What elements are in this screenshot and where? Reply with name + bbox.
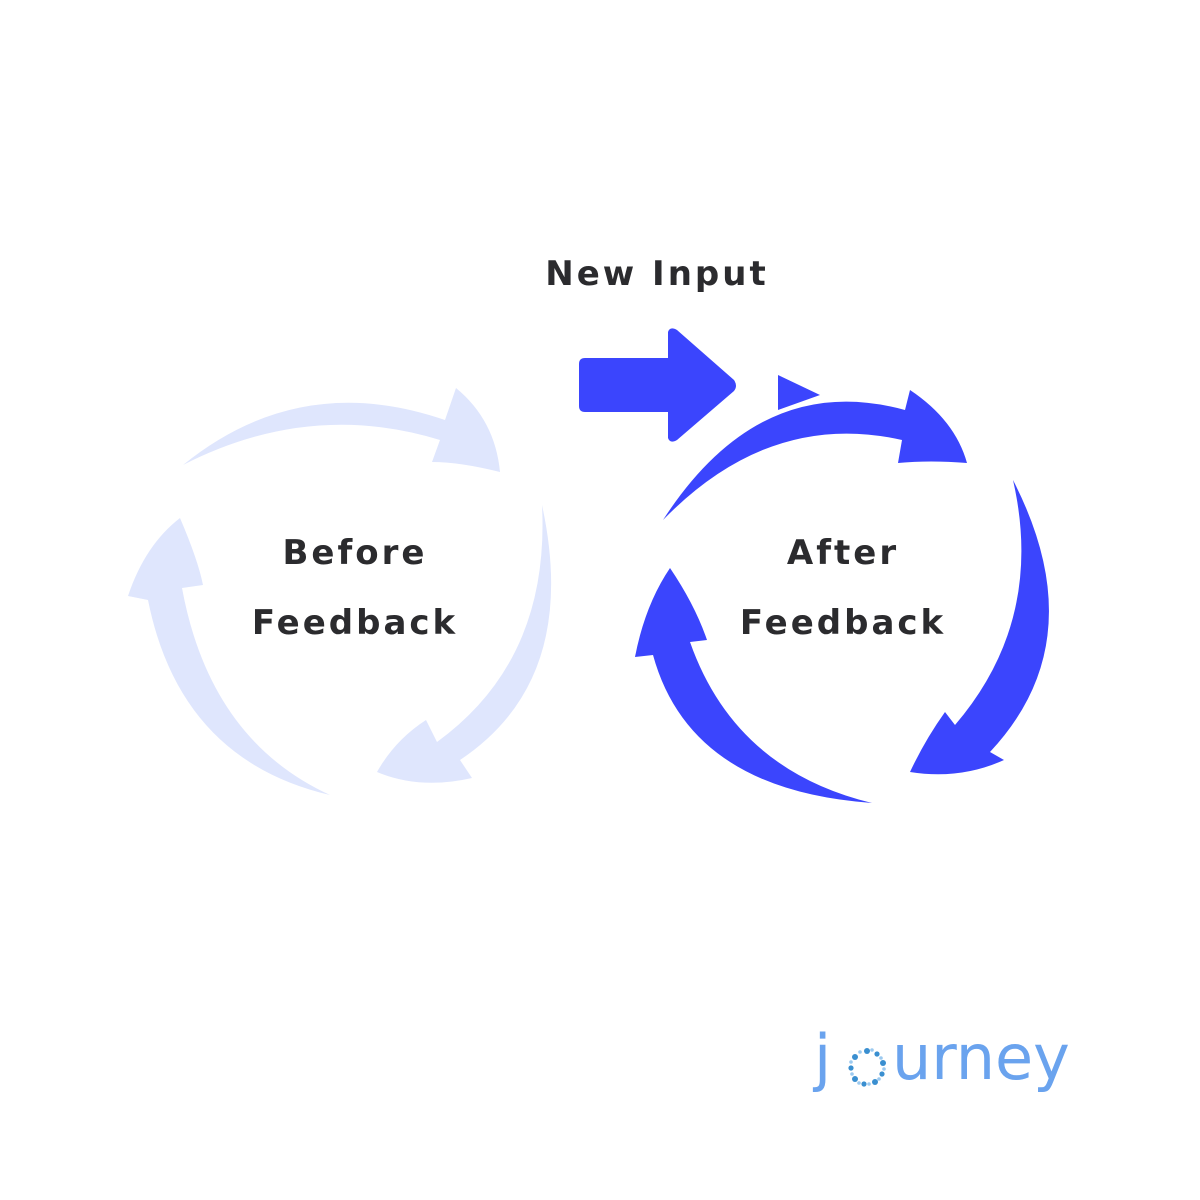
- before-arrow-top: [183, 388, 500, 472]
- logo-circle-mark-icon: [848, 1048, 886, 1087]
- logo-letter-j: j: [814, 1021, 832, 1094]
- after-arrow-left: [635, 568, 872, 803]
- journey-logo: j urney: [812, 1018, 1072, 1108]
- new-input-label: New Input: [545, 254, 769, 294]
- before-feedback-label-line2: Feedback: [251, 603, 459, 643]
- after-feedback-label-line2: Feedback: [739, 603, 947, 643]
- after-cycle-arrows: [635, 375, 1049, 803]
- logo-text-rest: urney: [892, 1021, 1070, 1094]
- after-arrow-top: [663, 390, 967, 520]
- after-arrow-notch: [778, 375, 820, 410]
- before-cycle-arrows: [128, 388, 552, 795]
- new-input-arrow: [579, 328, 736, 442]
- before-arrow-right: [377, 505, 552, 783]
- before-feedback-label-line1: Before: [282, 533, 428, 573]
- before-arrow-left: [128, 518, 330, 795]
- after-feedback-label-line1: After: [786, 533, 900, 573]
- after-arrow-right: [910, 480, 1049, 775]
